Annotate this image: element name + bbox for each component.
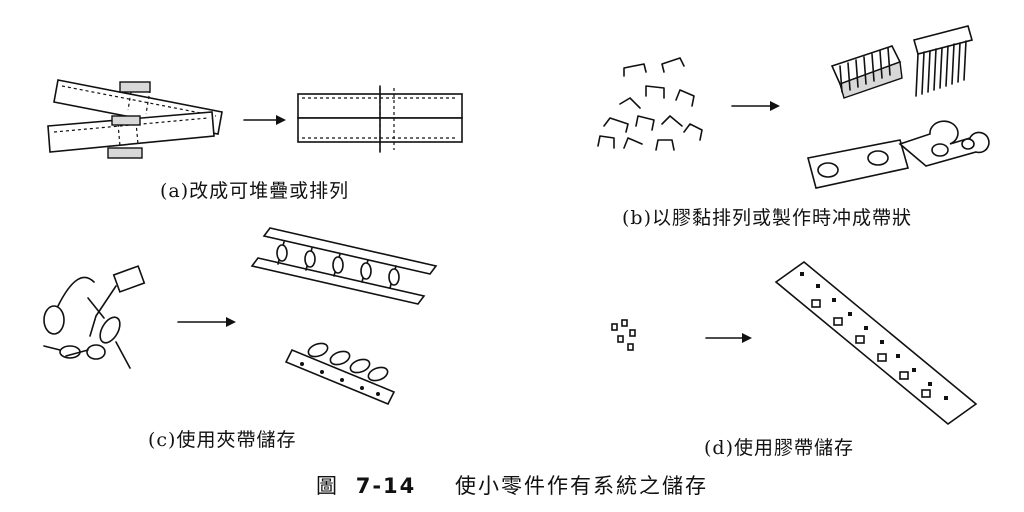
panel-c-ladder-tape	[250, 227, 438, 305]
panel-c-caption: (c)使用夾帶儲存	[148, 429, 297, 451]
figure-label: 圖	[316, 474, 340, 498]
panel-d-loose-parts	[611, 319, 636, 351]
panel-b-loose-staples	[597, 57, 703, 151]
panel-c-loose-components	[43, 265, 146, 369]
panel-d-caption: (d)使用膠帶儲存	[704, 437, 854, 459]
figure-number: 7-14	[355, 474, 417, 498]
panel-d-carrier-tape	[774, 260, 978, 426]
figure-caption: 圖 7-14 使小零件作有系統之儲存	[0, 470, 1024, 500]
panel-d-arrow	[705, 333, 752, 343]
panel-d-illustration	[611, 260, 978, 426]
panel-b-illustration	[597, 25, 990, 189]
panel-a-stacked-parts	[297, 85, 463, 153]
panel-a-caption: (a)改成可堆疊或排列	[160, 180, 350, 202]
panel-c-illustration	[43, 227, 438, 406]
panel-a-illustration	[47, 79, 463, 159]
panel-b-terminal-strip	[807, 120, 990, 189]
panel-b-pin-comb	[913, 25, 973, 97]
panel-a-arrow	[243, 115, 286, 125]
panel-b-arrow	[731, 101, 780, 111]
panel-a-unstacked-parts	[47, 79, 223, 159]
figure-title: 使小零件作有系統之儲存	[454, 474, 708, 498]
panel-c-perforated-tape	[284, 342, 396, 406]
panel-b-caption: (b)以膠黏排列或製作時冲成帶狀	[622, 207, 912, 229]
panel-b-staple-strip	[830, 45, 903, 99]
panel-c-arrow	[177, 317, 236, 327]
